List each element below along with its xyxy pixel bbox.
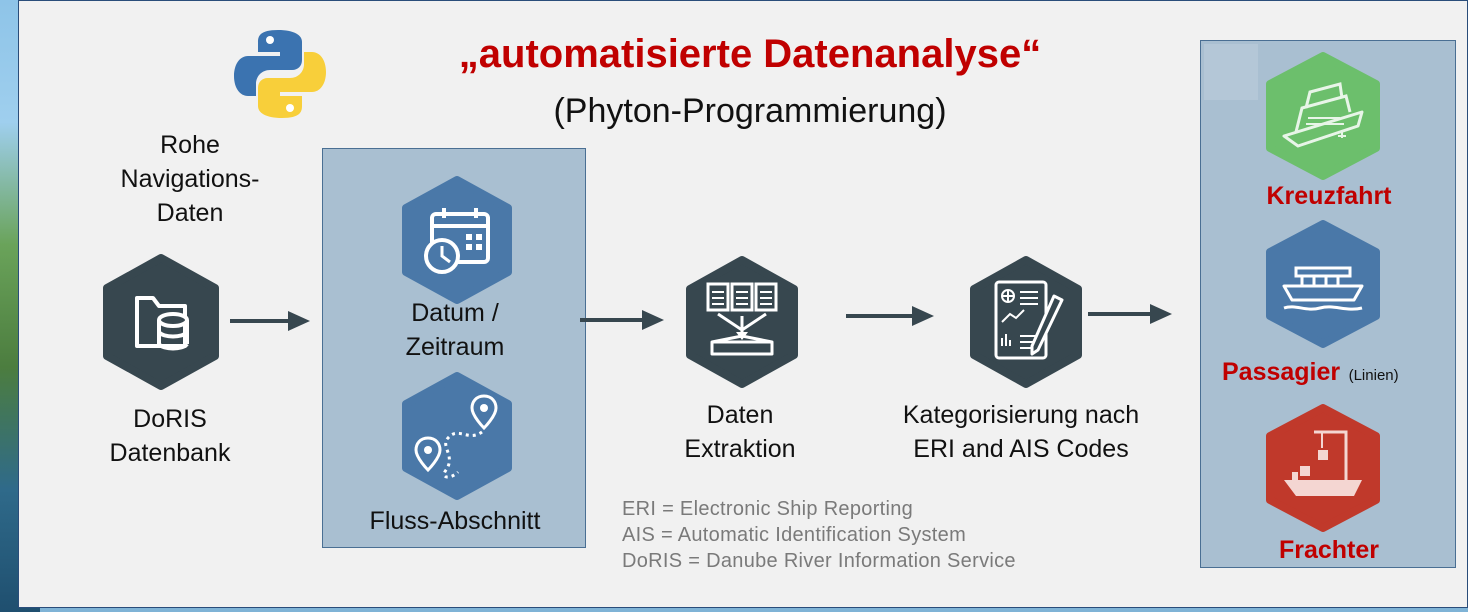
- report-chart-icon: [970, 256, 1082, 388]
- documents-extract-icon: [686, 256, 798, 388]
- date-label: Datum / Zeitraum: [405, 299, 505, 361]
- cargo-ship-icon: [1266, 404, 1380, 532]
- route-map-icon: [402, 372, 512, 500]
- category-freight: Frachter: [1278, 536, 1380, 564]
- database-label: DoRIS Datenbank: [109, 405, 231, 467]
- categorization-label: Kategorisierung nach ERI and AIS Codes: [902, 401, 1140, 463]
- arrow-1: [230, 311, 310, 331]
- diagram-title: „automatisierte Datenanalyse“: [458, 32, 1042, 76]
- passenger-boat-icon: [1266, 220, 1380, 348]
- python-logo-icon: [234, 30, 326, 118]
- abbreviation-legend: ERI = Electronic Ship Reporting AIS = Au…: [622, 496, 1016, 574]
- legend-eri: ERI = Electronic Ship Reporting: [622, 498, 914, 520]
- category-panel-tab: [1204, 44, 1258, 100]
- arrow-3: [846, 306, 934, 326]
- diagram-subtitle: (Phyton-Programmierung): [553, 92, 947, 130]
- calendar-clock-icon: [402, 176, 512, 304]
- category-cruise: Kreuzfahrt: [1266, 182, 1392, 210]
- river-section-label: Fluss-Abschnitt: [369, 507, 541, 535]
- arrow-2: [580, 310, 664, 330]
- category-passenger: Passagier (Linien): [1222, 358, 1399, 386]
- extraction-label: Daten Extraktion: [684, 401, 796, 463]
- cruise-ship-icon: [1266, 52, 1380, 180]
- database-folder-icon: [103, 254, 219, 390]
- legend-ais: AIS = Automatic Identification System: [622, 524, 967, 546]
- source-heading: Rohe Navigations- Daten: [120, 131, 260, 227]
- legend-doris: DoRIS = Danube River Information Service: [622, 550, 1016, 572]
- arrow-4: [1088, 304, 1172, 324]
